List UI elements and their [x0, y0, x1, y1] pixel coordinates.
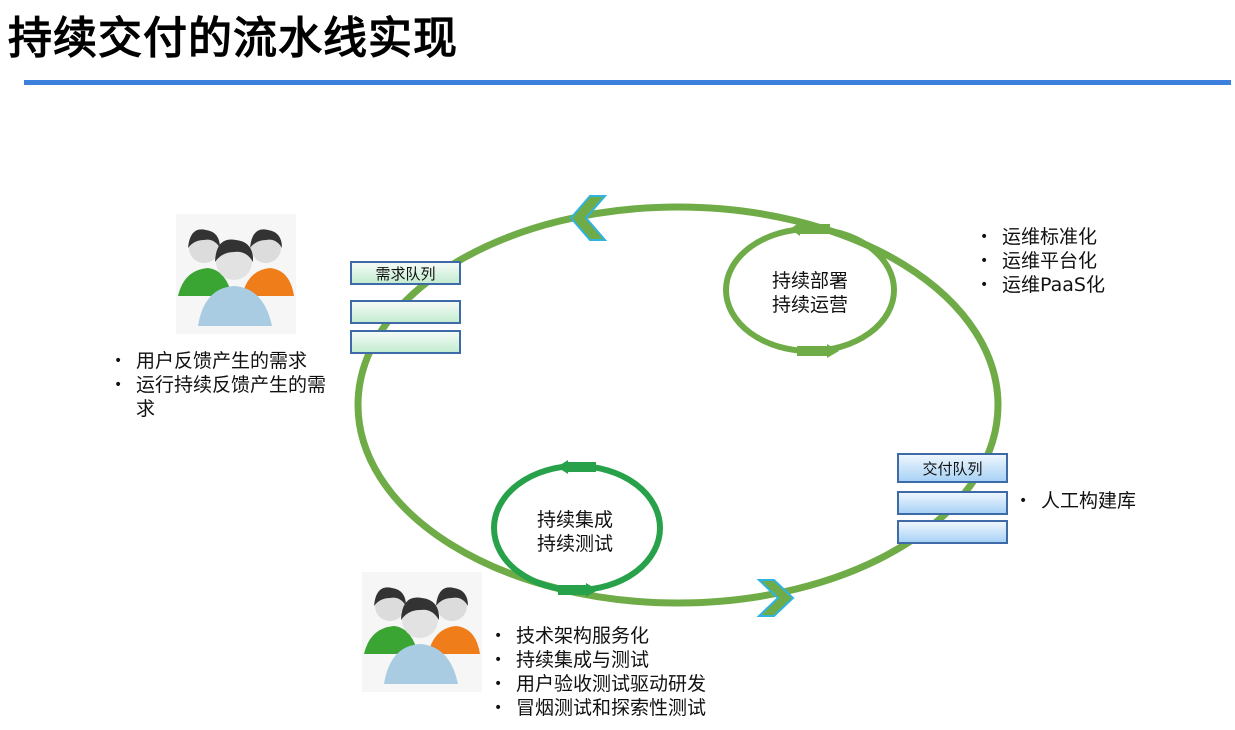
ci-loop-bar-bottom [558, 585, 586, 595]
deploy-loop-bar-top [800, 224, 830, 234]
delivery-queue-slot [897, 520, 1008, 544]
deploy-loop-line2: 持续运营 [771, 294, 848, 316]
delivery-bullet-list: 人工构建库 [1015, 489, 1136, 513]
list-item: 持续集成与测试 [490, 648, 706, 672]
ci-arrow-left-icon [557, 460, 568, 474]
ci-arrow-right-icon [586, 583, 598, 597]
ci-loop-label: 持续集成 持续测试 [515, 508, 635, 556]
page-title: 持续交付的流水线实现 [8, 13, 458, 64]
list-item: 运维平台化 [976, 249, 1105, 273]
delivery-queue-slot [897, 491, 1008, 515]
deploy-arrow-left-icon [790, 222, 800, 236]
delivery-cycle-ring [354, 203, 1002, 607]
users-group-icon [176, 214, 296, 334]
list-item: 用户验收测试驱动研发 [490, 672, 706, 696]
deploy-arrow-right-icon [827, 344, 839, 358]
list-item: 运行持续反馈产生的需求 [110, 373, 332, 421]
list-item: 运维PaaS化 [976, 273, 1105, 297]
deploy-loop-bar-bottom [797, 346, 827, 356]
list-item: 冒烟测试和探索性测试 [490, 696, 706, 720]
dev-bullet-list: 技术架构服务化 持续集成与测试 用户验收测试驱动研发 冒烟测试和探索性测试 [490, 624, 706, 720]
list-item: 技术架构服务化 [490, 624, 706, 648]
demand-queue-slot [350, 300, 461, 324]
list-item: 人工构建库 [1015, 489, 1136, 513]
demand-queue-label: 需求队列 [350, 261, 461, 285]
delivery-queue-label: 交付队列 [897, 453, 1008, 483]
ops-bullet-list: 运维标准化 运维平台化 运维PaaS化 [976, 225, 1105, 297]
demand-bullet-list: 用户反馈产生的需求 运行持续反馈产生的需求 [110, 349, 332, 421]
cycle-arrow-right-icon [756, 579, 795, 617]
ci-loop-line1: 持续集成 [536, 509, 613, 531]
ci-loop-line2: 持续测试 [536, 533, 613, 555]
deploy-loop-line1: 持续部署 [771, 270, 848, 292]
ci-loop-bar-top [568, 462, 596, 472]
deploy-loop-label: 持续部署 持续运营 [750, 269, 870, 317]
list-item: 运维标准化 [976, 225, 1105, 249]
list-item: 用户反馈产生的需求 [110, 349, 332, 373]
title-underline [24, 80, 1231, 85]
cycle-arrow-left-icon [569, 195, 608, 241]
users-group-icon [362, 572, 482, 692]
demand-queue-slot [350, 330, 461, 354]
